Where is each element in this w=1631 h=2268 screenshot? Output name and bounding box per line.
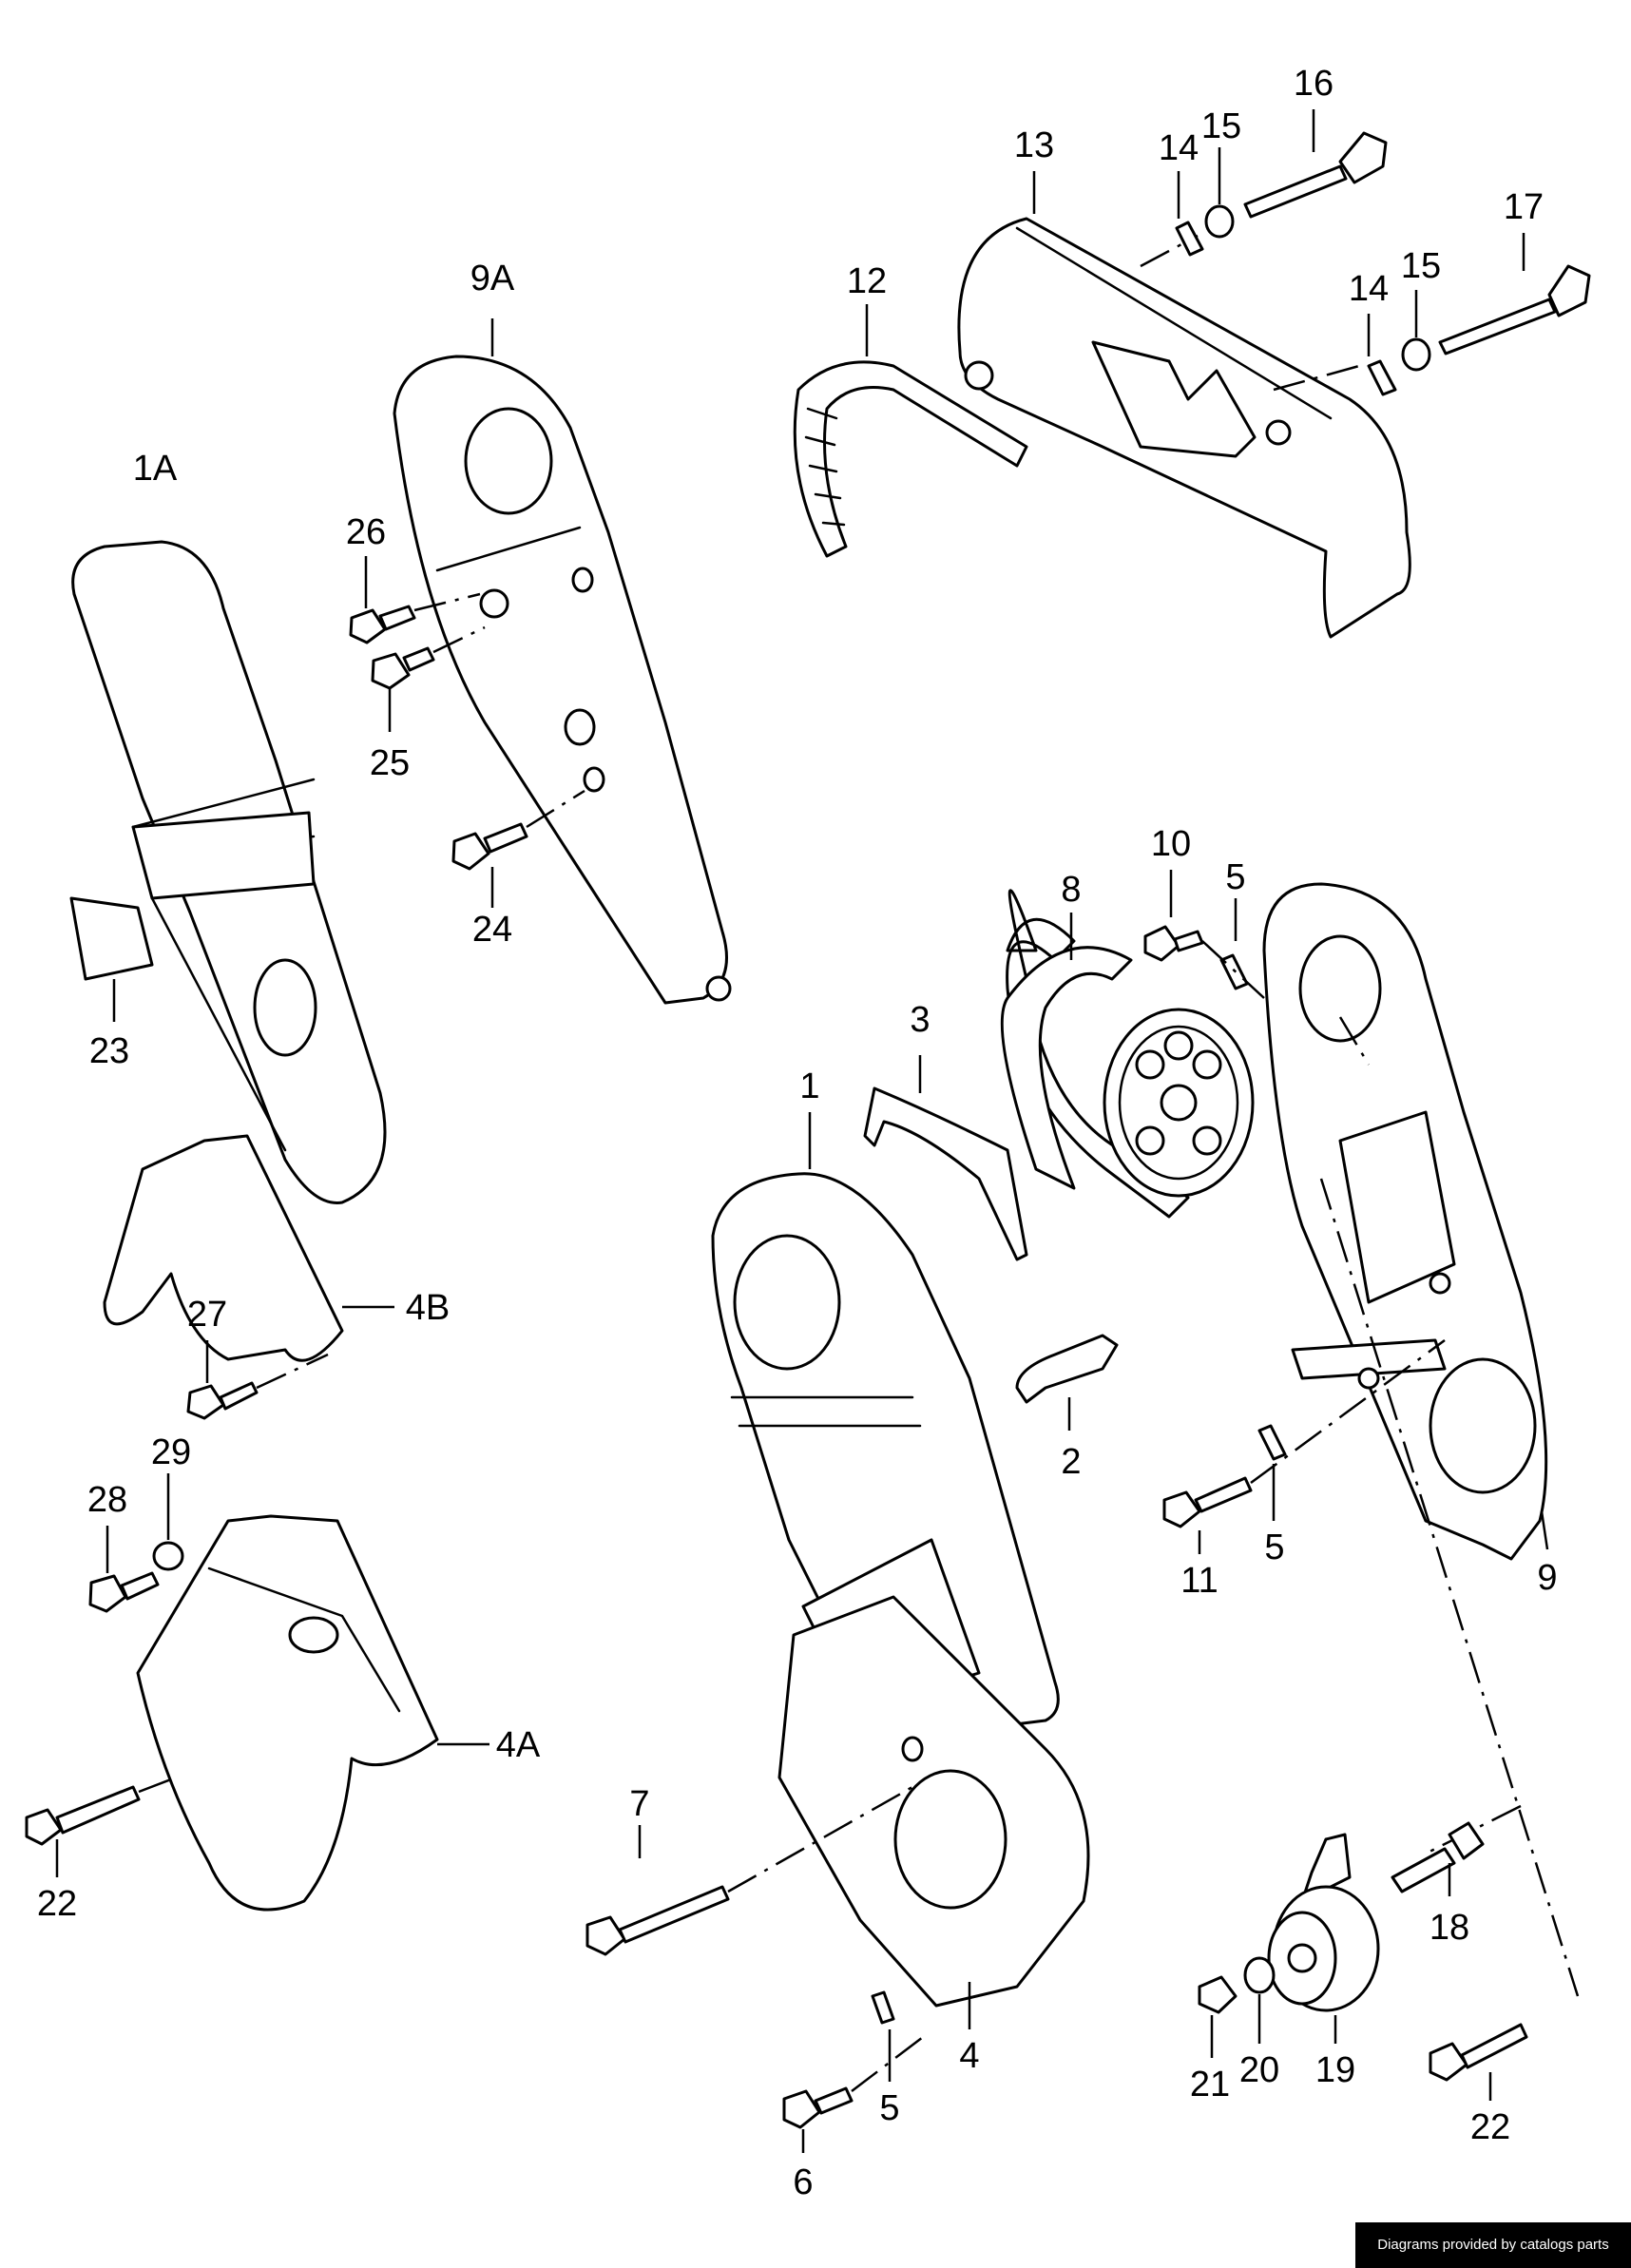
callout-9A: 9A	[470, 259, 515, 298]
clip-14-mid	[1367, 314, 1397, 396]
toothed-belt-12	[793, 304, 1028, 558]
washer-20	[1243, 1956, 1276, 2044]
upper-cover-13	[957, 171, 1411, 639]
bolt-26	[349, 556, 481, 644]
callout-15-mid: 15	[1401, 246, 1441, 286]
bolt-17	[1438, 233, 1591, 356]
callout-12: 12	[847, 261, 887, 301]
bolt-25	[371, 625, 486, 732]
nut-21	[1198, 1975, 1238, 2058]
clip-14-top	[1175, 171, 1204, 257]
callout-2: 2	[1061, 1442, 1081, 1482]
tensioner-19	[1267, 1833, 1380, 2044]
upper-cover-1A	[71, 540, 387, 1204]
callout-25: 25	[370, 743, 410, 783]
bolt-24	[451, 789, 585, 908]
bolt-11	[1162, 1476, 1253, 1554]
callout-27: 27	[187, 1295, 227, 1335]
callout-11: 11	[1180, 1561, 1218, 1601]
callout-20: 20	[1239, 2050, 1279, 2090]
credit-banner: Diagrams provided by catalogs parts	[1355, 2222, 1631, 2268]
callout-5-mid: 5	[1264, 1528, 1284, 1567]
callout-4A: 4A	[496, 1725, 541, 1765]
callout-13: 13	[1014, 125, 1054, 165]
callout-28: 28	[87, 1480, 127, 1520]
washer-15-top	[1204, 147, 1235, 239]
rear-cover-9	[1262, 882, 1549, 1561]
stud-18	[1391, 1821, 1485, 1896]
bolt-10	[1143, 870, 1204, 962]
clip-5-mid	[1250, 1338, 1446, 1521]
lower-cover-4A	[136, 1514, 489, 1912]
clip-23	[69, 896, 154, 1022]
bolt-22-left	[25, 1776, 177, 1877]
callout-1: 1	[799, 1067, 819, 1106]
callout-8: 8	[1061, 870, 1081, 910]
callout-16: 16	[1294, 64, 1334, 104]
callout-29: 29	[151, 1432, 191, 1472]
callout-5-bottom: 5	[879, 2088, 899, 2128]
washer-29	[152, 1473, 184, 1571]
bolt-22-right	[1429, 2023, 1528, 2101]
callout-5-top: 5	[1225, 857, 1245, 897]
callout-17: 17	[1504, 187, 1544, 227]
callout-22-right: 22	[1470, 2107, 1510, 2147]
assembly-line-18	[1425, 1804, 1522, 1855]
bolt-6	[782, 2086, 854, 2153]
bolt-7	[585, 1785, 913, 1956]
callout-19: 19	[1315, 2050, 1355, 2090]
callout-9: 9	[1537, 1558, 1557, 1598]
callout-21: 21	[1190, 2065, 1230, 2105]
belt-guard-3	[863, 1055, 1028, 1261]
bolt-28	[88, 1526, 160, 1613]
callout-4B: 4B	[406, 1288, 450, 1328]
callout-4: 4	[959, 2036, 979, 2076]
callout-24: 24	[472, 910, 512, 950]
lower-shield-4B	[103, 1134, 394, 1362]
callout-10: 10	[1151, 824, 1191, 864]
bolt-16	[1243, 109, 1388, 219]
callout-15-top: 15	[1201, 106, 1241, 146]
clip-5-bottom	[851, 1990, 928, 2092]
rear-cover-9A	[393, 318, 732, 1005]
callout-22-left: 22	[37, 1884, 77, 1924]
callout-6: 6	[793, 2162, 813, 2202]
washer-15-mid	[1401, 290, 1431, 372]
callout-18: 18	[1430, 1908, 1469, 1948]
callout-26: 26	[346, 512, 386, 552]
callout-14-top: 14	[1159, 128, 1199, 168]
main-cover-1	[711, 1112, 1090, 2029]
callout-14-mid: 14	[1349, 269, 1389, 309]
sprocket-8	[1103, 1008, 1255, 1198]
callout-1A: 1A	[133, 449, 178, 489]
callout-7: 7	[629, 1784, 649, 1824]
bracket-2	[1015, 1334, 1119, 1431]
callout-23: 23	[89, 1031, 129, 1071]
bolt-27	[186, 1340, 329, 1420]
assembly-line	[1319, 1178, 1580, 1997]
clip-5-top	[1201, 898, 1265, 999]
callout-3: 3	[910, 1000, 930, 1040]
